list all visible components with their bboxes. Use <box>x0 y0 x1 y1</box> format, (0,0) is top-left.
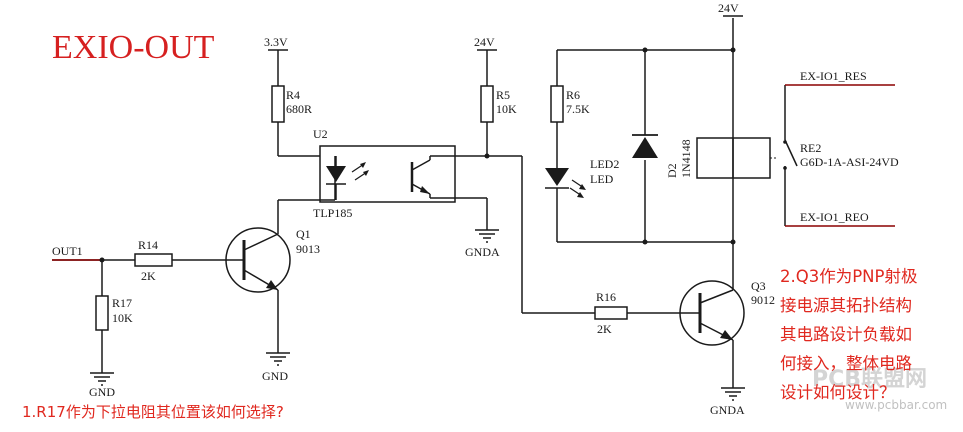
label-out1: OUT1 <box>52 244 83 258</box>
wires <box>52 18 786 380</box>
question-q3: 2.Q3作为PNP射极 接电源其拓扑结构 其电路设计负载如 何接入，整体电路 设… <box>780 262 955 407</box>
resistor-r5 <box>480 85 494 123</box>
label-r5-value: 10K <box>496 102 517 116</box>
label-r14: R14 <box>138 238 158 252</box>
resistor-r16 <box>594 306 628 320</box>
resistor-r14 <box>134 253 173 267</box>
diode-d2 <box>632 134 658 158</box>
label-q1-type: 9013 <box>296 242 320 256</box>
label-ex-io1-reo: EX-IO1_REO <box>800 210 869 224</box>
label-gnd-q1: GND <box>262 369 288 383</box>
resistors <box>95 85 628 331</box>
label-r16-value: 2K <box>597 322 612 336</box>
label-gnda-opto: GNDA <box>465 245 500 259</box>
watermark-url: www.pcbbar.com <box>845 398 948 412</box>
label-led2: LED2 <box>590 157 619 171</box>
label-gnd-r17: GND <box>89 385 115 399</box>
ground-symbol-q1 <box>265 344 291 366</box>
label-ex-io1-res: EX-IO1_RES <box>800 69 867 83</box>
label-u2: U2 <box>313 127 328 141</box>
label-relay-part: G6D-1A-ASI-24VD <box>800 155 899 169</box>
junctions <box>99 47 736 263</box>
question-q3-line: 接电源其拓扑结构 <box>780 296 912 315</box>
label-r17: R17 <box>112 296 132 310</box>
question-q3-line: 何接入，整体电路 <box>780 354 912 373</box>
question-q3-line: 其电路设计负载如 <box>780 325 912 344</box>
ground-symbol-r17 <box>89 364 115 386</box>
ground-symbol-opto <box>474 221 500 243</box>
resistor-r6 <box>550 85 564 123</box>
label-q1: Q1 <box>296 227 311 241</box>
question-r17: 1.R17作为下拉电阻其位置该如何选择? <box>22 403 284 421</box>
label-q3: Q3 <box>751 279 766 293</box>
resistor-r4 <box>271 85 285 123</box>
label-r16: R16 <box>596 290 616 304</box>
label-r6: R6 <box>566 88 580 102</box>
transistor-q3 <box>679 280 745 346</box>
optocoupler-u2 <box>319 145 456 203</box>
label-3v3: 3.3V <box>264 35 288 49</box>
label-r6-value: 7.5K <box>566 102 590 116</box>
label-re2: RE2 <box>800 141 821 155</box>
question-q3-line: 2.Q3作为PNP射极 <box>780 267 918 286</box>
ground-symbol-q3 <box>720 379 746 401</box>
label-tlp185: TLP185 <box>313 206 352 220</box>
label-24v-mid: 24V <box>474 35 495 49</box>
schematic-title: EXIO-OUT <box>52 29 215 66</box>
label-d2: D2 <box>665 163 679 178</box>
relay-re2 <box>696 137 798 179</box>
transistor-q1 <box>225 227 291 293</box>
watermark-logo: PCB联盟网 <box>812 367 928 392</box>
label-gnda-q3: GNDA <box>710 403 745 417</box>
net-lines <box>52 84 895 261</box>
label-led: LED <box>590 172 614 186</box>
power-stubs <box>268 15 743 51</box>
label-r5: R5 <box>496 88 510 102</box>
label-r4: R4 <box>286 88 300 102</box>
question-q3-line: 设计如何设计？ <box>780 383 896 402</box>
label-r4-value: 680R <box>286 102 312 116</box>
label-r17-value: 10K <box>112 311 133 325</box>
led-led2 <box>545 162 586 198</box>
resistor-r17 <box>95 295 109 331</box>
label-q3-type: 9012 <box>751 293 775 307</box>
label-1n4148: 1N4148 <box>679 139 693 178</box>
label-r14-value: 2K <box>141 269 156 283</box>
component-labels: 3.3V R4 680R U2 TLP185 24V R5 10K GNDA 2… <box>52 1 899 417</box>
label-24v-top: 24V <box>718 1 739 15</box>
